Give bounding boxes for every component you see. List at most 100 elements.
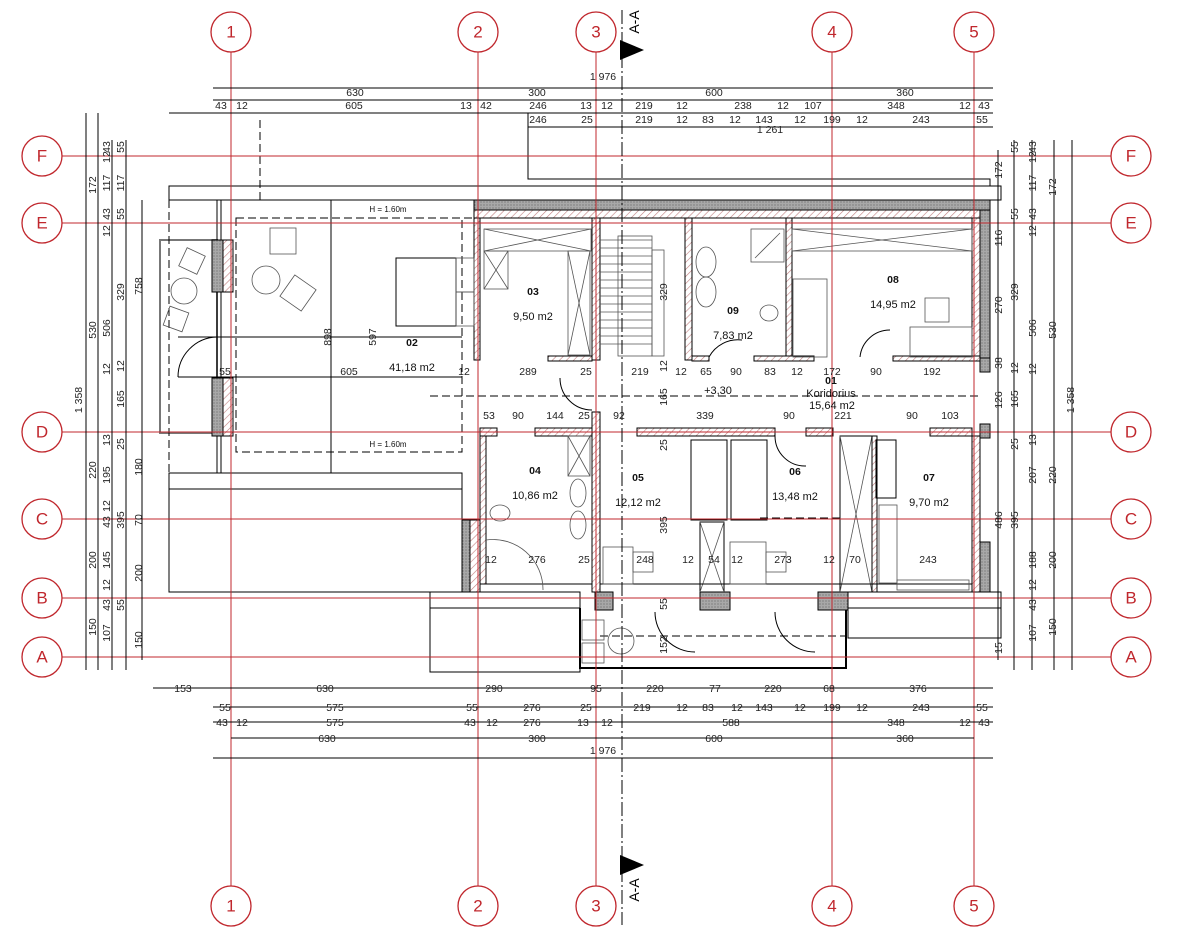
dimension-value: 12 [1009,362,1021,374]
dimension-value: 12 [101,579,113,591]
dimension-value: 207 [1027,466,1039,484]
dimension-value: 12 [115,360,127,372]
grid-label-C: C [36,510,48,529]
dimension-value: 92 [613,410,625,422]
dimension-value: 530 [1047,321,1059,339]
dimension-value: 575 [326,702,344,714]
grid-bubble-B [1110,577,1152,619]
dimension-value: 144 [546,410,564,422]
grid-label-2: 2 [473,897,482,916]
dimension-value: 219 [635,114,653,126]
dimension-value: 12 [856,702,868,714]
grid-label-4: 4 [827,23,836,42]
dimension-value: 25 [578,554,590,566]
room-name: Koridorius [806,388,856,400]
dimension-value: 300 [528,87,546,99]
dimension-value: 12 [236,100,248,112]
dimension-value: 25 [578,410,590,422]
dimension-value: 117 [1027,174,1039,191]
dimension-value: 43 [1027,208,1039,220]
dimension-value: 12 [777,100,789,112]
dimension-value: 243 [919,554,937,566]
dimension-value: 12 [676,702,688,714]
dimension-value: 376 [909,683,927,695]
dimension-value: 153 [174,683,192,695]
dimension-value: 150 [1047,618,1059,636]
room-number: 06 [789,466,801,478]
grid-label-3: 3 [591,23,600,42]
room-area: 13,48 m2 [772,491,818,503]
dimension-value: 152 [658,636,670,654]
dimension-value: 219 [633,702,651,714]
dimension-value: 395 [1009,511,1021,529]
dimension-value: 12 [676,100,688,112]
room-area: 9,70 m2 [909,497,949,509]
dimension-value: 53 [483,410,495,422]
dimension-value: 360 [896,87,914,99]
dimension-value: 276 [523,717,541,729]
dimension-value: 12 [101,500,113,512]
dimension-value: 55 [1009,141,1021,153]
dimension-value: 195 [101,466,113,484]
section-label: A-A [626,878,642,902]
dimension-value: 12 [485,554,497,566]
dimension-value: 486 [993,511,1005,529]
dimension-value: 55 [219,702,231,714]
room-number: 07 [923,472,935,484]
dimension-value: 90 [512,410,524,422]
dimension-value: 117 [101,174,113,191]
dimension-value: 43 [978,100,990,112]
dimension-value: 220 [1047,466,1059,484]
dimension-value: 339 [696,410,714,422]
dimension-value: 12 [658,360,670,372]
dimension-value: 25 [658,439,670,451]
dimension-value: 575 [326,717,344,729]
dimension-value: 43 [101,141,113,153]
room-number: 04 [529,465,541,477]
dimension-value: 630 [316,683,334,695]
dimension-value: 600 [705,87,723,99]
dimension-total: 1 976 [590,745,616,757]
dimension-value: 143 [755,114,773,126]
dimension-value: 188 [1027,551,1039,569]
dimension-value: 43 [101,516,113,528]
dimension-value: 506 [101,319,113,337]
dimension-value: 12 [1027,579,1039,591]
dimension-value: 395 [115,511,127,529]
dimension-value: 630 [346,87,364,99]
section-arrow-icon [620,855,644,875]
dimension-value: 55 [658,598,670,610]
room-area: 15,64 m2 [809,400,855,412]
dimension-value: 55 [1009,208,1021,220]
dimension-value: 55 [115,208,127,220]
dimension-value: 15 [993,642,1005,654]
dimension-value: 117 [115,174,127,191]
grid-bubble-4 [811,885,853,927]
room-area: 14,95 m2 [870,299,916,311]
grid-bubble-5 [953,11,995,53]
dimension-value: 172 [993,161,1005,179]
dimension-value: 25 [581,114,593,126]
room-number: 05 [632,472,644,484]
grid-bubble-C [1110,498,1152,540]
dimension-value: 221 [834,410,852,422]
dimension-value: 25 [580,702,592,714]
section-arrow-icon [620,40,644,60]
dimension-value: 200 [1047,551,1059,569]
grid-bubble-2 [457,11,499,53]
dimension-value: 70 [849,554,861,566]
grid-label-E: E [1125,214,1136,233]
grid-bubble-4 [811,11,853,53]
dimension-value: 199 [823,702,841,714]
dimension-value: 38 [993,357,1005,369]
grid-bubble-F [21,135,63,177]
stair-rail [651,249,665,357]
dimension-value: 248 [636,554,654,566]
floor-level: +3,30 [704,385,732,397]
dimension-value: 329 [1009,283,1021,301]
dimension-value: 329 [658,283,670,301]
furniture [162,227,973,664]
dimension-value: 1 261 [757,124,783,136]
dimension-value: 43 [101,599,113,611]
